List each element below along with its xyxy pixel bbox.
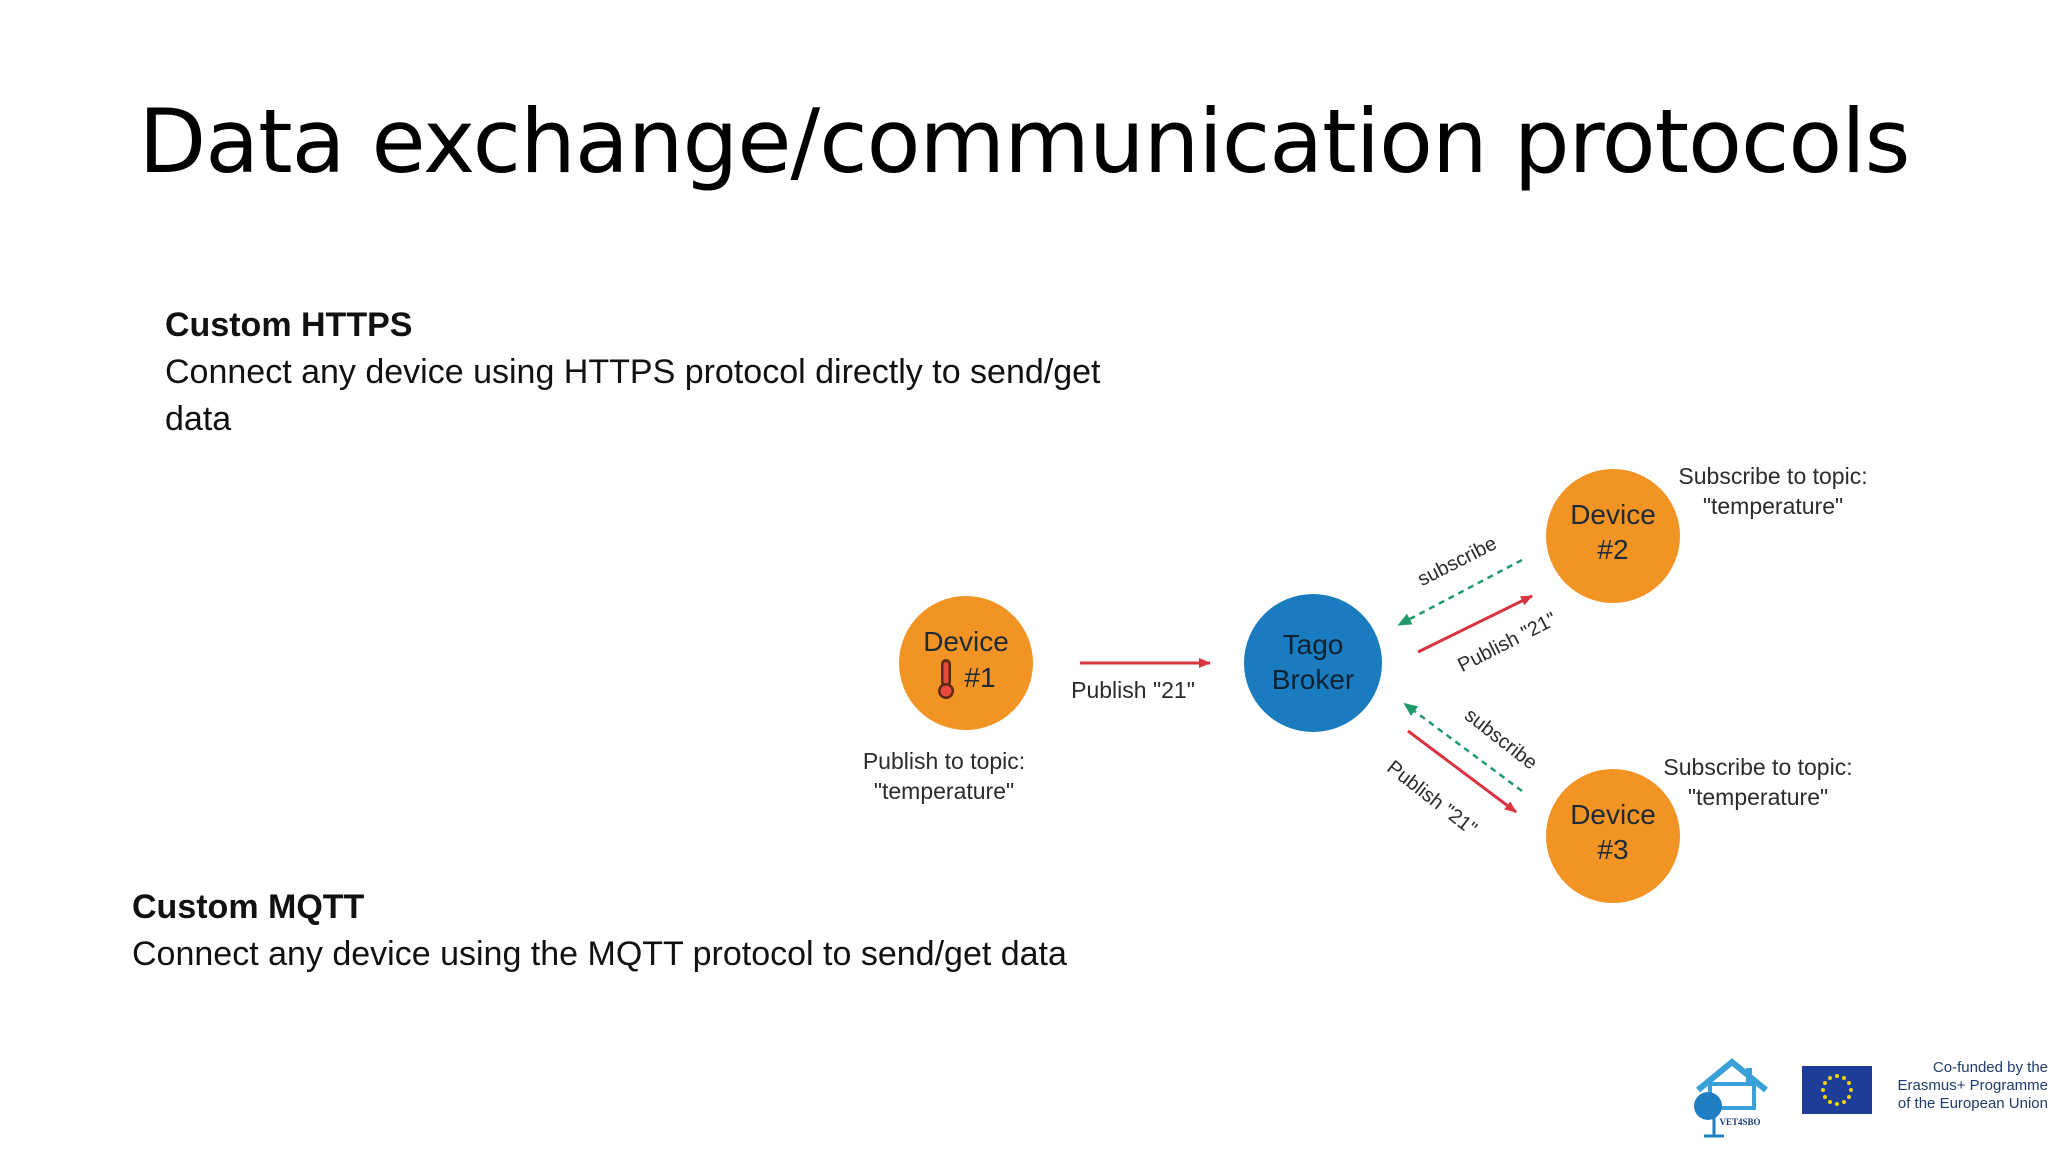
footer-logos: VET4SBO Co-funded by the Erasmus+ Progra…: [1680, 1040, 2048, 1152]
eu-text-line2: Erasmus+ Programme: [1897, 1077, 2048, 1094]
device1-caption-line2: "temperature": [874, 778, 1014, 804]
subscribe-label-device3: subscribe: [1460, 704, 1541, 774]
subscribe-arrow-device3: [1403, 702, 1523, 793]
eu-cofunded-text: Co-funded by the Erasmus+ Programme of t…: [1884, 1059, 2048, 1113]
device3-number: #3: [1597, 834, 1628, 865]
broker-node: [1244, 594, 1382, 732]
device2-label: Device: [1570, 499, 1656, 530]
device3-node: [1546, 769, 1680, 903]
mqtt-diagram-svg: Device #1 Publish to topic: "temperature…: [863, 463, 1868, 903]
publish-label-to-device2: Publish "21": [1454, 608, 1560, 676]
https-heading: Custom HTTPS: [165, 306, 413, 344]
broker-label-line1: Tago: [1283, 629, 1344, 660]
device1-node: [899, 596, 1033, 730]
slide-title: Data exchange/communication protocols: [138, 90, 1910, 193]
publish-arrow-to-device3: [1407, 729, 1517, 814]
thermometer-icon: [938, 659, 954, 699]
device3-caption-line1: Subscribe to topic:: [1663, 754, 1852, 780]
mqtt-heading: Custom MQTT: [132, 888, 365, 926]
device3-caption-line2: "temperature": [1688, 784, 1828, 810]
device2-caption-line2: "temperature": [1703, 493, 1843, 519]
eu-text-line1: Co-funded by the: [1932, 1059, 2048, 1076]
publish-label-to-broker: Publish "21": [1071, 677, 1195, 703]
vet4sbo-logo-text: VET4SBO: [1719, 1117, 1760, 1127]
device2-number: #2: [1597, 534, 1628, 565]
vet4sbo-logo: VET4SBO: [1694, 1058, 1872, 1138]
eu-text-line3: of the European Union: [1897, 1095, 2048, 1112]
device2-node: [1546, 469, 1680, 603]
device1-caption-line1: Publish to topic:: [863, 748, 1025, 774]
device2-caption-line1: Subscribe to topic:: [1678, 463, 1867, 489]
publish-label-to-device3: Publish "21": [1383, 756, 1481, 840]
device3-label: Device: [1570, 799, 1656, 830]
https-description-line2: data: [165, 400, 232, 438]
device1-label: Device: [923, 626, 1009, 657]
broker-label-line2: Broker: [1272, 664, 1354, 695]
https-section: Custom HTTPS Connect any device using HT…: [165, 302, 1165, 443]
subscribe-label-device2: subscribe: [1414, 532, 1500, 590]
publish-arrow-to-device2: [1417, 594, 1533, 654]
mqtt-section: Custom MQTT Connect any device using the…: [132, 884, 1332, 978]
device1-number: #1: [964, 662, 995, 693]
eu-flag-icon: [1802, 1066, 1872, 1114]
mqtt-diagram: Device #1 Publish to topic: "temperature…: [830, 455, 1880, 925]
https-description-line1: Connect any device using HTTPS protocol …: [165, 353, 1101, 391]
mqtt-description: Connect any device using the MQTT protoc…: [132, 935, 1067, 973]
